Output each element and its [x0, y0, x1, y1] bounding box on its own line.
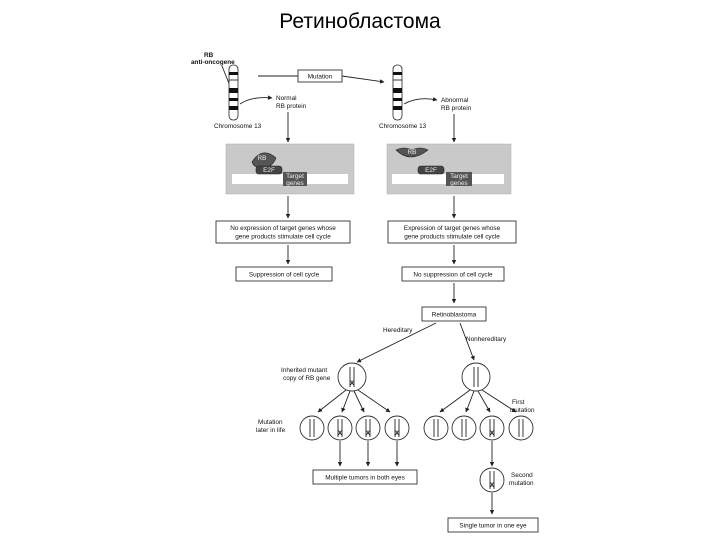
hered-branch-arrow-1: [317, 389, 347, 413]
hered-branch-arrow-4: [357, 389, 391, 413]
e2f-shape-left: [255, 165, 283, 175]
multiple-tumors-box: [312, 469, 418, 485]
rb-protein-label-right: RB: [408, 149, 417, 156]
nonhereditary-child-cell-4: [508, 415, 534, 441]
inherited-label-1: Inherited mutant: [281, 367, 327, 374]
expression-box: [387, 220, 517, 244]
slide-title: Ретинобластома: [279, 10, 441, 33]
no-expression-text-2: gene products stimulate cell cycle: [235, 234, 331, 241]
hered-branch-arrow-2: [341, 390, 351, 413]
no-expression-text-1: No expression of target genes whose: [230, 225, 336, 232]
nonhereditary-child-cell-1: [423, 415, 449, 441]
inherited-label-2: copy of RB gene: [283, 375, 331, 382]
suppression-box: [235, 266, 333, 282]
second-mutation-label-1: Second: [511, 472, 533, 479]
expression-text-2: gene products stimulate cell cycle: [404, 234, 500, 241]
rb-gene-label: RB: [204, 52, 214, 59]
nonhered-branch-arrow-2: [465, 390, 475, 413]
mutation-label: Mutation: [308, 74, 333, 81]
chromosome-13-left: [228, 64, 239, 121]
normal-protein-label-2: RB protein: [276, 103, 307, 110]
nonhereditary-arrow: [459, 322, 475, 361]
target-genes-left-1: Target: [286, 173, 304, 180]
chromosome-13-right: [392, 64, 403, 121]
first-mutation-label-2: mutation: [510, 407, 535, 414]
normal-protein-label-1: Normal: [276, 95, 297, 102]
chromosome-left-label: Chromosome 13: [214, 123, 262, 130]
hereditary-child-cell-2: [327, 415, 353, 441]
rb-protein-shape-right: [395, 147, 429, 158]
nonhereditary-child-cell-3: [479, 415, 505, 441]
nonhered-branch-arrow-3: [477, 390, 491, 413]
expression-text-1: Expression of target genes whose: [404, 225, 501, 232]
right-mechanism-panel: [386, 143, 512, 195]
normal-protein-arrow: [239, 95, 273, 105]
mutation-later-label-2: later in life: [256, 427, 286, 434]
single-tumor-box: [447, 517, 539, 533]
target-genes-right-2: genes: [450, 180, 467, 187]
second-mutation-label-2: mutation: [509, 480, 534, 487]
single-tumor-text: Single tumor in one eye: [459, 523, 527, 530]
mutation-arrow-out: [341, 75, 385, 84]
mutation-later-label-1: Mutation: [258, 419, 283, 426]
abnormal-protein-label-1: Abnormal: [441, 97, 468, 104]
hereditary-child-cell-4: [384, 415, 410, 441]
chromosome-right-label: Chromosome 13: [379, 123, 427, 130]
nonhereditary-label: Nonhereditary: [466, 336, 507, 343]
rb-anti-oncogene-label: anti-oncogene: [191, 59, 235, 66]
nonhered-branch-arrow-4: [481, 389, 517, 413]
no-suppression-box: [401, 266, 505, 282]
target-genes-left-2: genes: [286, 180, 303, 187]
multiple-tumors-text: Multiple tumors in both eyes: [325, 475, 405, 482]
e2f-shape-right: [417, 165, 445, 175]
no-expression-box: [215, 220, 351, 244]
e2f-label-right: E2F: [425, 167, 437, 174]
first-mutation-label-1: First: [512, 399, 525, 406]
no-suppression-text: No suppression of cell cycle: [413, 272, 493, 279]
hereditary-parent-mutation-mark: X: [350, 380, 355, 387]
nonhereditary-parent-cell: [461, 362, 491, 392]
rb-protein-shape-left: [251, 152, 277, 169]
nonhereditary-child-cell-2: [451, 415, 477, 441]
e2f-label-left: E2F: [263, 167, 275, 174]
rb-protein-label-left: RB: [258, 155, 267, 162]
retinoblastoma-text: Retinoblastoma: [432, 312, 477, 319]
hered-branch-arrow-3: [353, 390, 365, 413]
hereditary-child-2-mark: X: [338, 430, 343, 437]
suppression-text: Suppression of cell cycle: [249, 272, 320, 279]
hereditary-child-cell-3: [355, 415, 381, 441]
second-mutation-cell: [479, 467, 505, 493]
nonhered-branch-arrow-1: [439, 389, 471, 413]
hereditary-label: Hereditary: [383, 327, 413, 334]
abnormal-protein-arrow: [403, 96, 438, 105]
hereditary-child-3-mark: X: [366, 430, 371, 437]
hereditary-child-4-mark: X: [395, 430, 400, 437]
target-genes-right-1: Target: [450, 173, 468, 180]
left-mechanism-panel: [225, 143, 355, 195]
nonhereditary-child-3-mark: X: [490, 430, 495, 437]
abnormal-protein-label-2: RB protein: [441, 105, 472, 112]
hereditary-child-cell-1: [299, 415, 325, 441]
second-mutation-cell-mark: X: [490, 482, 495, 489]
hereditary-parent-cell: [337, 362, 367, 392]
hereditary-arrow: [356, 322, 437, 363]
retinoblastoma-box: [421, 306, 487, 322]
